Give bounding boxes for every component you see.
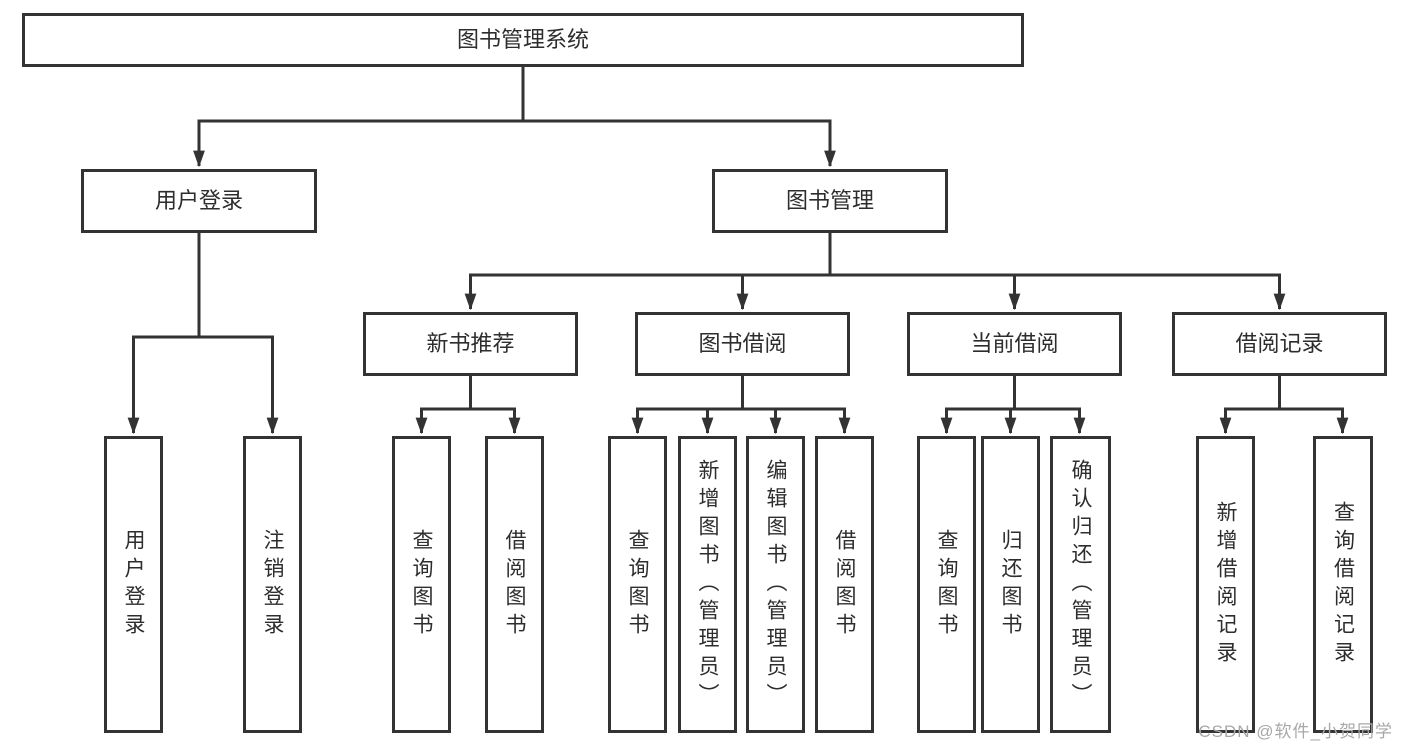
leaf-borrow-books: 借阅图书 [815, 436, 874, 733]
leaf-add-book-admin: 新增图书（管理员） [678, 436, 737, 733]
leaf-confirm-return-admin-label: 确认归还（管理员） [1069, 458, 1092, 711]
node-new-book-recommend-label: 新书推荐 [426, 330, 515, 356]
leaf-query-borrow-record: 查询借阅记录 [1313, 436, 1373, 733]
node-current-borrowing: 当前借阅 [907, 312, 1122, 376]
node-borrowing-records: 借阅记录 [1172, 312, 1387, 376]
node-new-book-recommend: 新书推荐 [363, 312, 578, 376]
leaf-query-borrow-record-label: 查询借阅记录 [1331, 500, 1355, 669]
leaf-add-borrow-record: 新增借阅记录 [1196, 436, 1255, 733]
node-borrowing-records-label: 借阅记录 [1235, 330, 1324, 356]
leaf-logout: 注销登录 [243, 436, 302, 733]
leaf-return-books: 归还图书 [981, 436, 1040, 733]
leaf-add-borrow-record-label: 新增借阅记录 [1214, 500, 1237, 669]
leaf-confirm-return-admin: 确认归还（管理员） [1050, 436, 1111, 733]
node-book-borrowing: 图书借阅 [635, 312, 850, 376]
node-book-borrowing-label: 图书借阅 [698, 330, 787, 356]
node-current-borrowing-label: 当前借阅 [970, 330, 1059, 356]
leaf-edit-book-admin-label: 编辑图书（管理员） [764, 458, 787, 711]
node-user-login: 用户登录 [81, 169, 317, 233]
leaf-borrow-books-recommend-label: 借阅图书 [503, 528, 526, 641]
leaf-logout-label: 注销登录 [261, 528, 284, 641]
csdn-watermark: CSDN @软件_小贺同学 [1198, 722, 1393, 741]
node-book-management-label: 图书管理 [785, 187, 874, 213]
leaf-borrow-books-recommend: 借阅图书 [485, 436, 544, 733]
leaf-edit-book-admin: 编辑图书（管理员） [746, 436, 805, 733]
leaf-borrow-books-label: 借阅图书 [833, 528, 856, 641]
leaf-user-login-label: 用户登录 [122, 528, 145, 641]
leaf-query-books-recommend: 查询图书 [392, 436, 451, 733]
leaf-return-books-label: 归还图书 [999, 528, 1022, 641]
node-library-system: 图书管理系统 [22, 13, 1024, 67]
leaf-query-books-recommend-label: 查询图书 [410, 528, 433, 641]
leaf-query-books-current: 查询图书 [917, 436, 976, 733]
leaf-query-books-borrowing: 查询图书 [608, 436, 667, 733]
leaf-user-login: 用户登录 [104, 436, 163, 733]
leaf-query-books-current-label: 查询图书 [935, 528, 958, 641]
node-user-login-label: 用户登录 [154, 187, 243, 213]
leaf-add-book-admin-label: 新增图书（管理员） [696, 458, 719, 711]
node-book-management: 图书管理 [712, 169, 948, 233]
leaf-query-books-borrowing-label: 查询图书 [626, 528, 649, 641]
node-library-system-label: 图书管理系统 [456, 26, 589, 52]
